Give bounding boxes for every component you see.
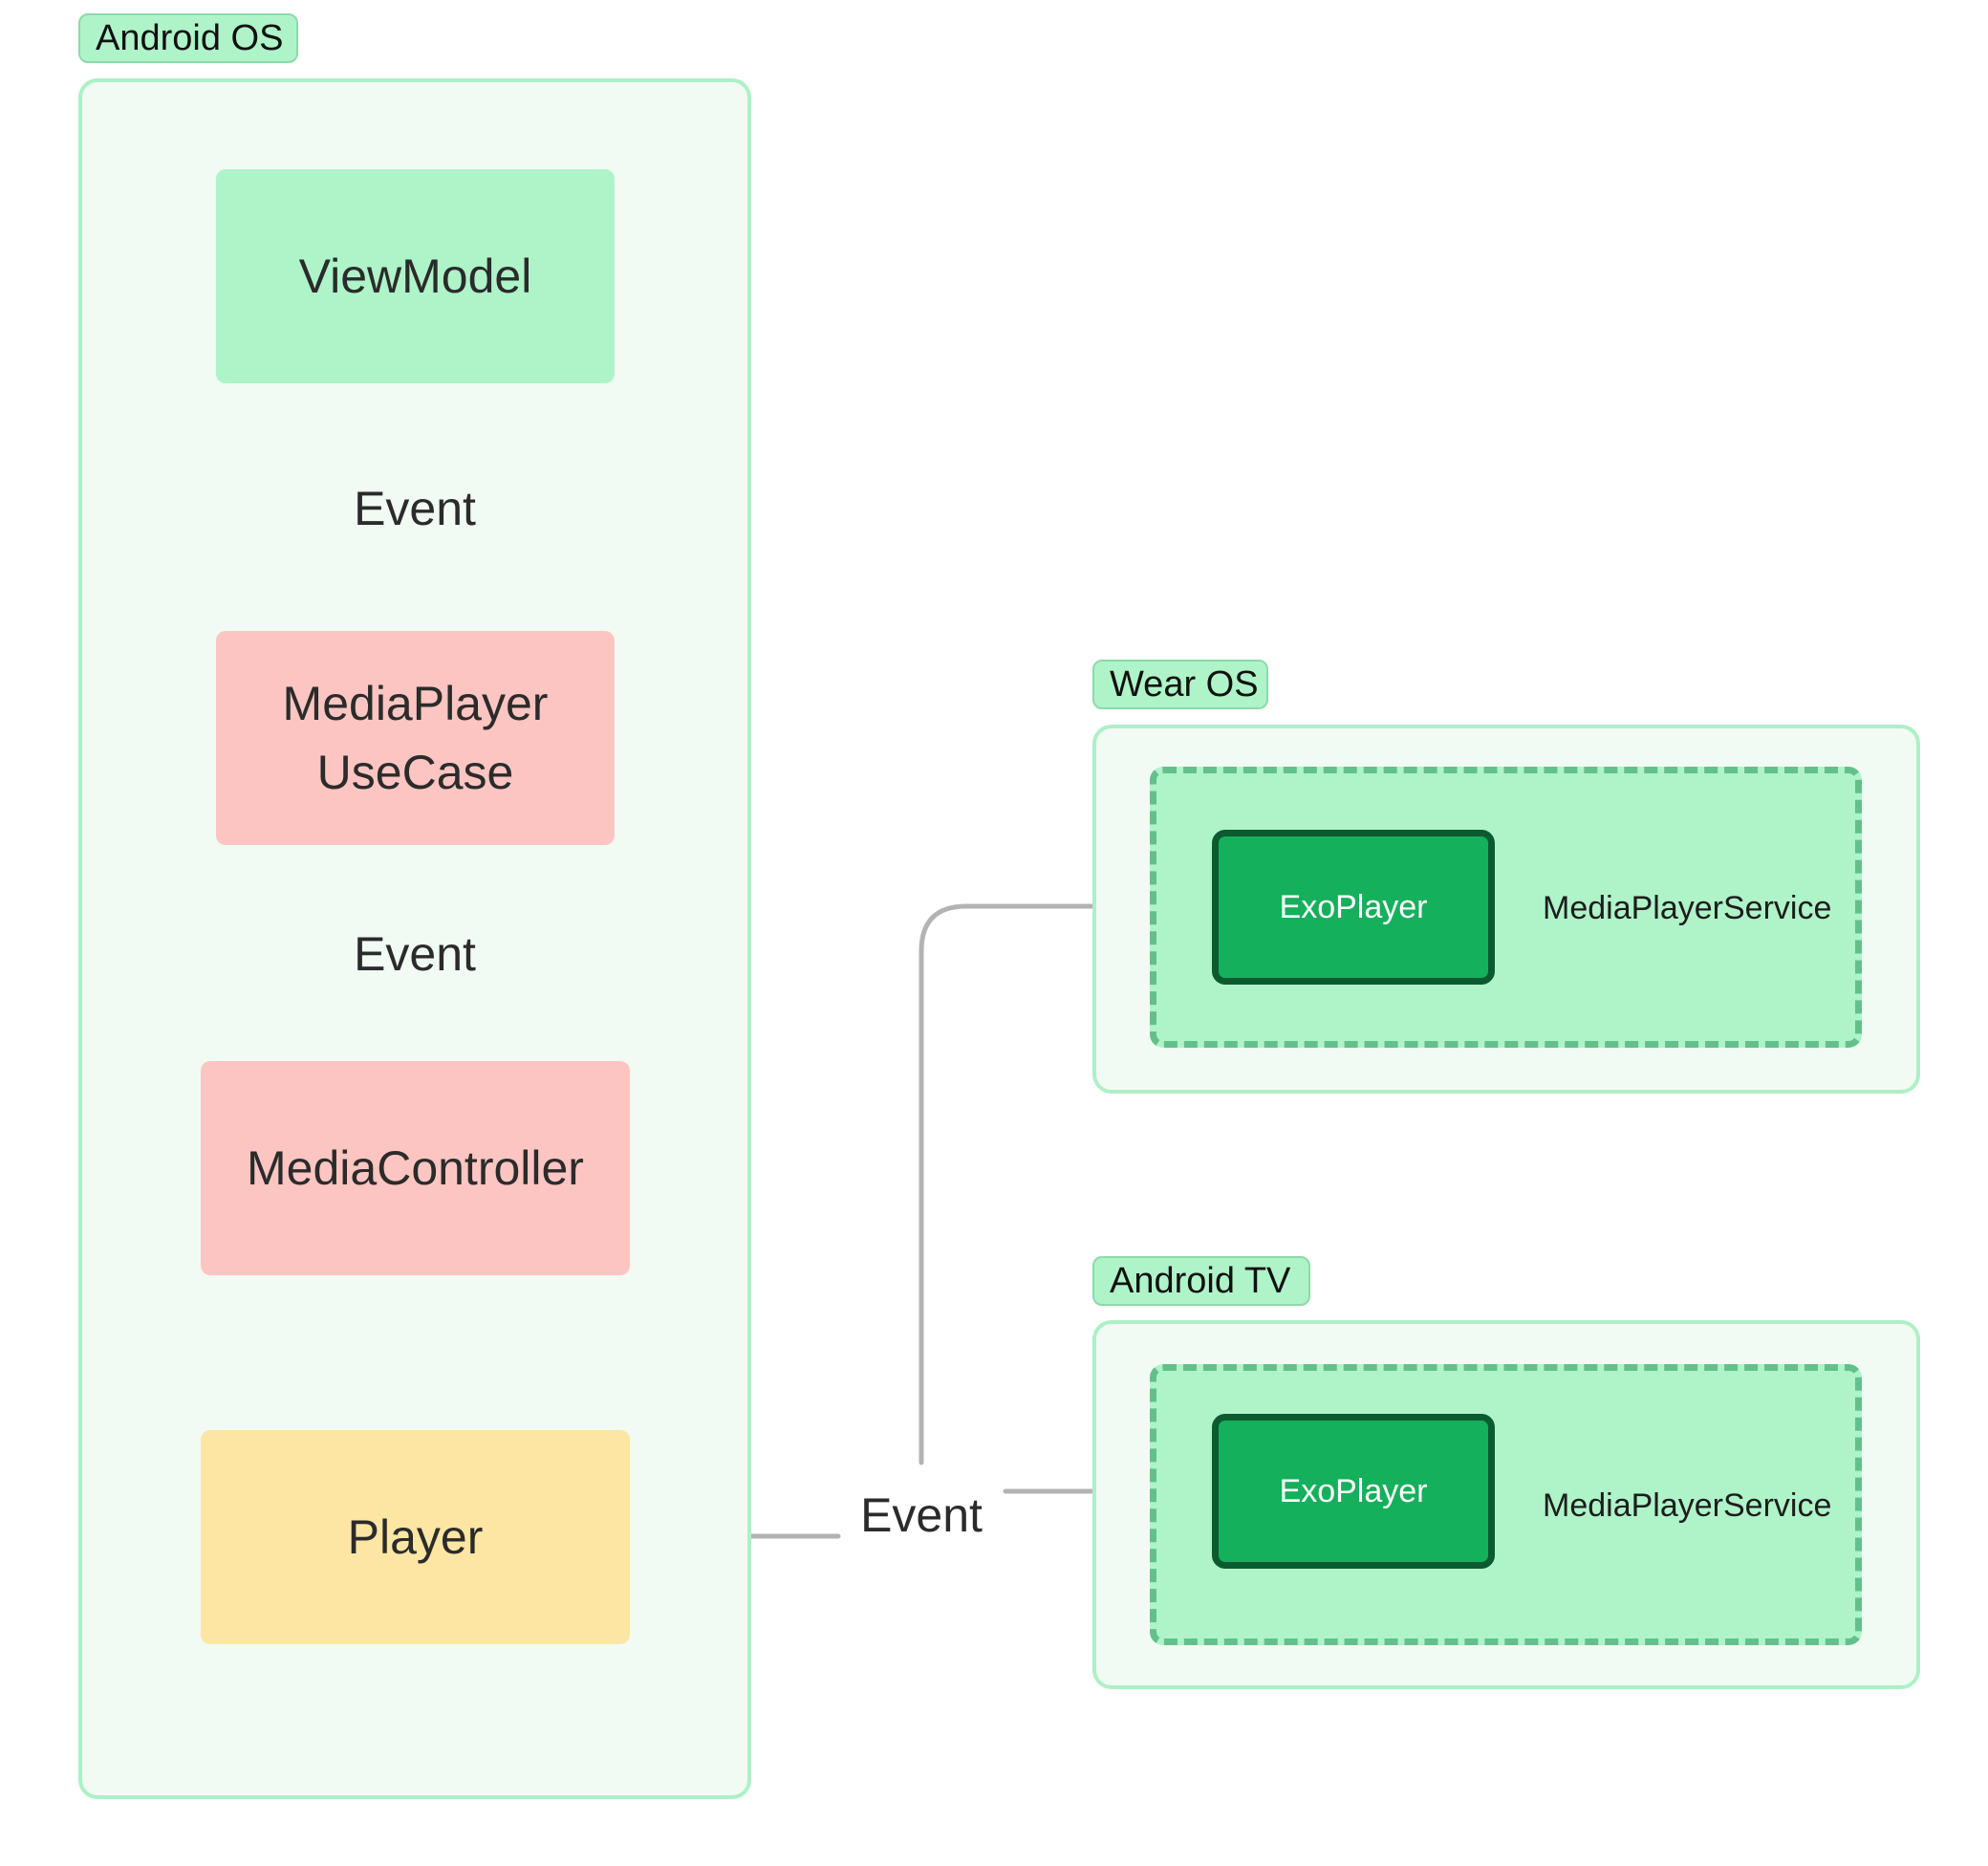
- wear-os-tag: Wear OS: [1092, 660, 1268, 709]
- wear-exoplayer-label: ExoPlayer: [1279, 888, 1428, 925]
- usecase-label-line2: UseCase: [316, 746, 514, 799]
- mediaplayer-usecase-node[interactable]: MediaPlayer UseCase: [216, 631, 615, 845]
- event-label-3: Event: [860, 1488, 983, 1542]
- viewmodel-node[interactable]: ViewModel: [216, 169, 615, 383]
- event-label-1: Event: [354, 482, 476, 535]
- tv-exoplayer-node[interactable]: ExoPlayer: [1212, 1414, 1495, 1569]
- wear-mediaplayerservice-label: MediaPlayerService: [1543, 889, 1832, 926]
- android-os-label: Android OS: [96, 17, 284, 58]
- android-os-tag: Android OS: [78, 13, 298, 63]
- android-tv-label: Android TV: [1110, 1260, 1291, 1301]
- player-label: Player: [347, 1510, 484, 1564]
- event-label-2: Event: [354, 927, 476, 981]
- connector-event-wear: [918, 903, 1209, 1465]
- wear-os-label: Wear OS: [1110, 663, 1259, 705]
- viewmodel-label: ViewModel: [298, 250, 532, 303]
- tv-mediaplayerservice-label: MediaPlayerService: [1543, 1486, 1832, 1524]
- android-tv-tag: Android TV: [1092, 1256, 1310, 1306]
- player-node[interactable]: Player: [201, 1430, 630, 1644]
- mediacontroller-label: MediaController: [247, 1141, 584, 1195]
- usecase-label-line1: MediaPlayer: [282, 677, 549, 730]
- tv-exoplayer-label: ExoPlayer: [1279, 1472, 1428, 1509]
- wear-exoplayer-node[interactable]: ExoPlayer: [1212, 830, 1495, 985]
- mediacontroller-node[interactable]: MediaController: [201, 1061, 630, 1275]
